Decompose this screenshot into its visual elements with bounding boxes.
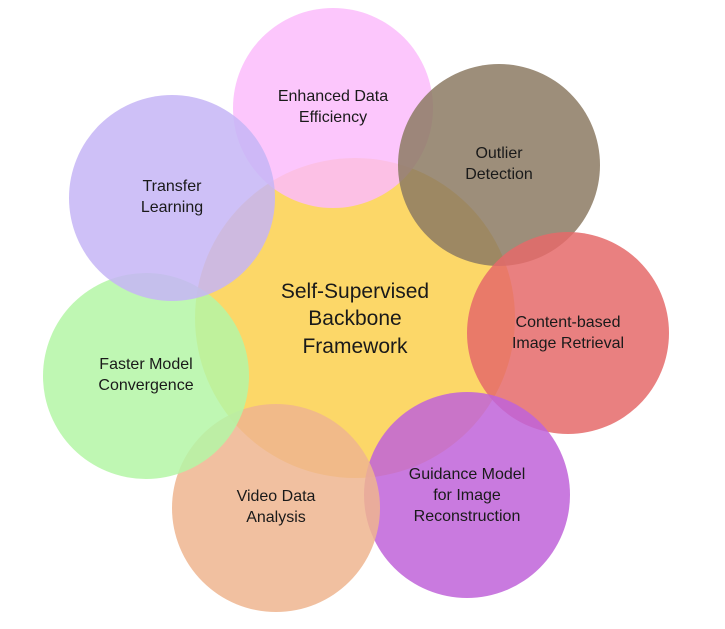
label-line: Video Data [236, 488, 316, 506]
circle-video-data-analysis [172, 404, 380, 612]
label-line: Reconstruction [413, 507, 521, 525]
label-line: Guidance Model [408, 465, 526, 483]
label-video-data-analysis: Video Data Analysis [237, 487, 316, 529]
label-line: Detection [465, 166, 533, 183]
label-line: Learning [140, 199, 204, 216]
label-line: for Image [433, 486, 501, 504]
label-line: Transfer [142, 178, 202, 196]
circle-faster-model-convergence [43, 273, 249, 479]
label-enhanced-data-efficiency: Enhanced Data Efficiency [278, 87, 388, 129]
label-line: Efficiency [298, 109, 368, 126]
label-line: Image Retrieval [511, 335, 625, 352]
circle-outlier-detection [398, 64, 600, 266]
circle-guidance-model [364, 392, 570, 598]
circle-content-based-image-retrieval [467, 232, 669, 434]
label-line: Content-based [515, 314, 621, 332]
label-line: Analysis [246, 509, 306, 526]
circle-enhanced-data-efficiency [233, 8, 433, 208]
label-faster-model-convergence: Faster Model Convergence [98, 355, 193, 397]
label-outlier-detection: Outlier Detection [465, 144, 533, 186]
center-label-line-3: Framework [302, 334, 408, 358]
label-transfer-learning: Transfer Learning [141, 177, 203, 219]
center-label-line-1: Self-Supervised [280, 280, 430, 304]
label-line: Faster Model [99, 356, 193, 374]
label-content-based-image-retrieval: Content-based Image Retrieval [512, 313, 624, 355]
circle-transfer-learning [69, 95, 275, 301]
label-line: Outlier [475, 145, 523, 163]
label-line: Convergence [98, 377, 194, 394]
center-label: Self-Supervised Backbone Framework [281, 278, 429, 360]
label-guidance-model: Guidance Model for Image Reconstruction [409, 465, 526, 527]
label-line: Enhanced Data [277, 88, 389, 106]
center-label-line-2: Backbone [308, 307, 402, 331]
